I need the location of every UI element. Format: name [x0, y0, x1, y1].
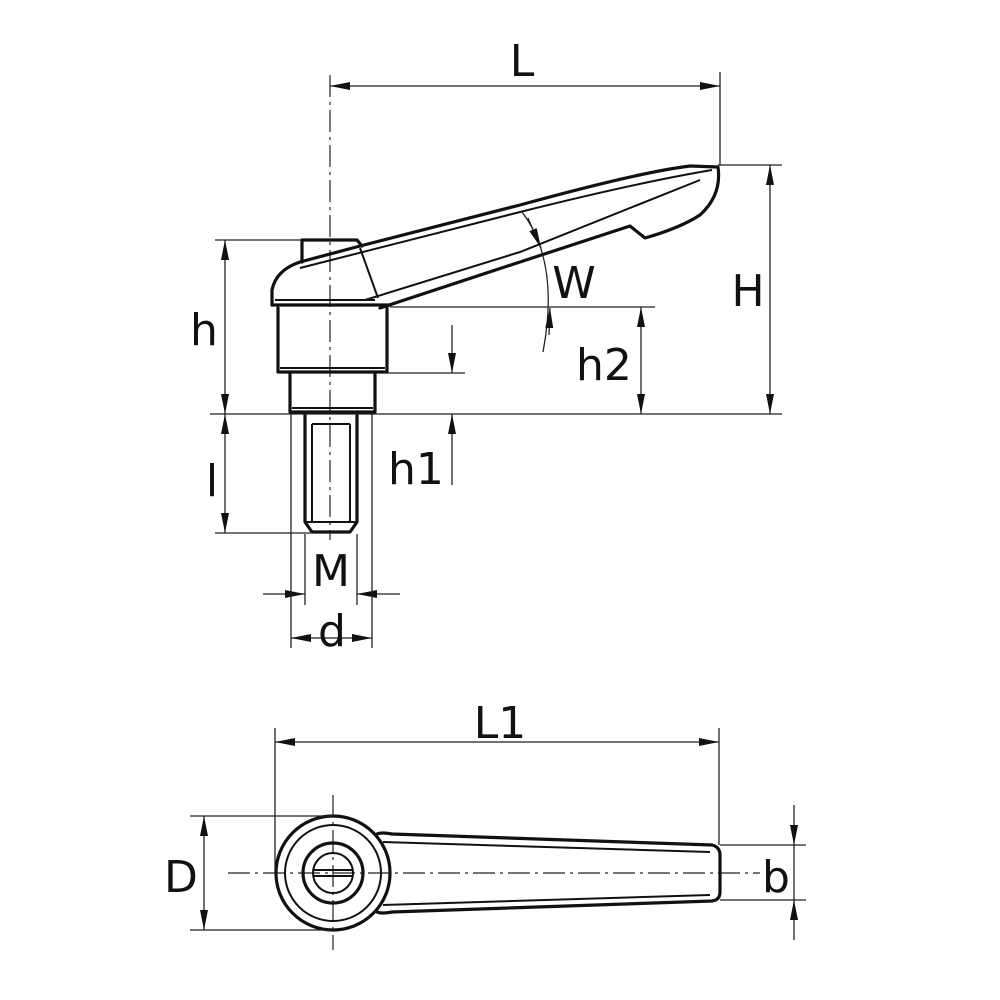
- dim-label-L: L: [510, 36, 535, 87]
- dim-label-M: M: [312, 546, 350, 597]
- dim-label-W: W: [552, 258, 596, 309]
- side-view: L H h h2 h1 W l M: [190, 36, 782, 657]
- top-view: L L1 D b: [164, 698, 806, 950]
- dim-label-H: H: [731, 266, 764, 317]
- dim-label-h2: h2: [576, 340, 632, 391]
- dim-label-h: h: [190, 305, 218, 356]
- dim-label-b: b: [762, 852, 790, 903]
- dim-label-D: D: [164, 852, 198, 903]
- dim-label-d: d: [318, 606, 346, 657]
- lever-body: [270, 164, 721, 310]
- dim-label-L1: L1: [474, 698, 527, 749]
- dim-label-h1: h1: [388, 444, 444, 495]
- threaded-stud: [303, 412, 359, 534]
- hub: [276, 306, 389, 374]
- lever-arm-top: [375, 831, 722, 915]
- dim-label-l: l: [206, 456, 218, 507]
